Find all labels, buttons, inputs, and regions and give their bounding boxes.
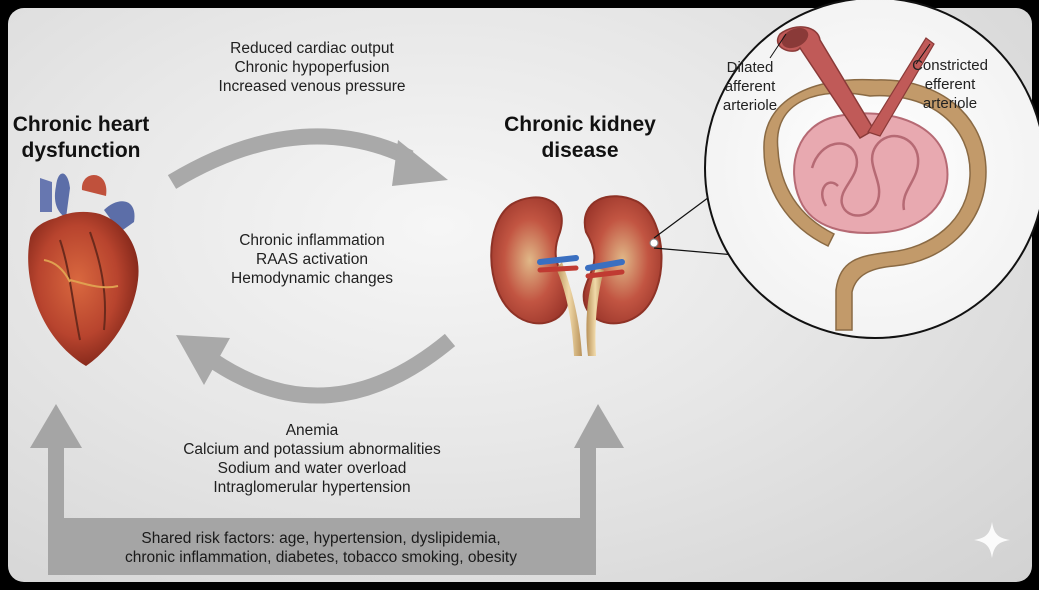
afferent-label-line: arteriole	[722, 97, 778, 114]
heart-label-line: dysfunction	[21, 139, 141, 162]
mechanism-item: Calcium and potassium abnormalities	[183, 441, 441, 458]
afferent-label-line: afferent	[724, 78, 776, 95]
mechanism-item: Chronic inflammation	[239, 232, 385, 249]
mechanism-item: Chronic hypoperfusion	[234, 59, 390, 76]
top-mechanisms: Reduced cardiac output Chronic hypoperfu…	[182, 39, 442, 96]
mechanism-item: Intraglomerular hypertension	[213, 479, 411, 496]
heart-label: Chronic heart dysfunction	[6, 112, 156, 164]
efferent-label-line: efferent	[924, 76, 976, 93]
afferent-label-line: Dilated	[726, 59, 774, 76]
arrow-kidney-to-heart	[176, 333, 456, 404]
afferent-arteriole-label: Dilated afferent arteriole	[712, 58, 788, 115]
risk-line: chronic inflammation, diabetes, tobacco …	[124, 549, 517, 566]
sparkle-icon	[974, 522, 1010, 558]
kidneys-illustration	[490, 195, 663, 356]
glomerulus-zoom	[704, 0, 1039, 339]
kidney-label-line: disease	[541, 139, 619, 162]
middle-mechanisms: Chronic inflammation RAAS activation Hem…	[200, 231, 424, 288]
mechanism-item: Anemia	[285, 422, 339, 439]
shared-risk-bracket	[30, 404, 624, 575]
bottom-mechanisms: Anemia Calcium and potassium abnormaliti…	[162, 421, 462, 497]
mechanism-item: Increased venous pressure	[218, 78, 406, 95]
efferent-arteriole-label: Constricted efferent arteriole	[900, 56, 1000, 113]
kidney-label: Chronic kidney disease	[490, 112, 670, 164]
shared-risk-factors: Shared risk factors: age, hypertension, …	[96, 529, 546, 567]
mechanism-item: RAAS activation	[256, 251, 368, 268]
mechanism-item: Hemodynamic changes	[231, 270, 393, 287]
kidney-label-line: Chronic kidney	[504, 113, 656, 136]
mechanism-item: Reduced cardiac output	[230, 40, 394, 57]
mechanism-item: Sodium and water overload	[217, 460, 407, 477]
efferent-label-line: Constricted	[912, 57, 988, 74]
arrow-heart-to-kidney	[167, 128, 448, 189]
heart-label-line: Chronic heart	[12, 113, 150, 136]
efferent-label-line: arteriole	[922, 95, 978, 112]
risk-line: Shared risk factors: age, hypertension, …	[141, 530, 501, 547]
heart-illustration	[28, 173, 139, 366]
